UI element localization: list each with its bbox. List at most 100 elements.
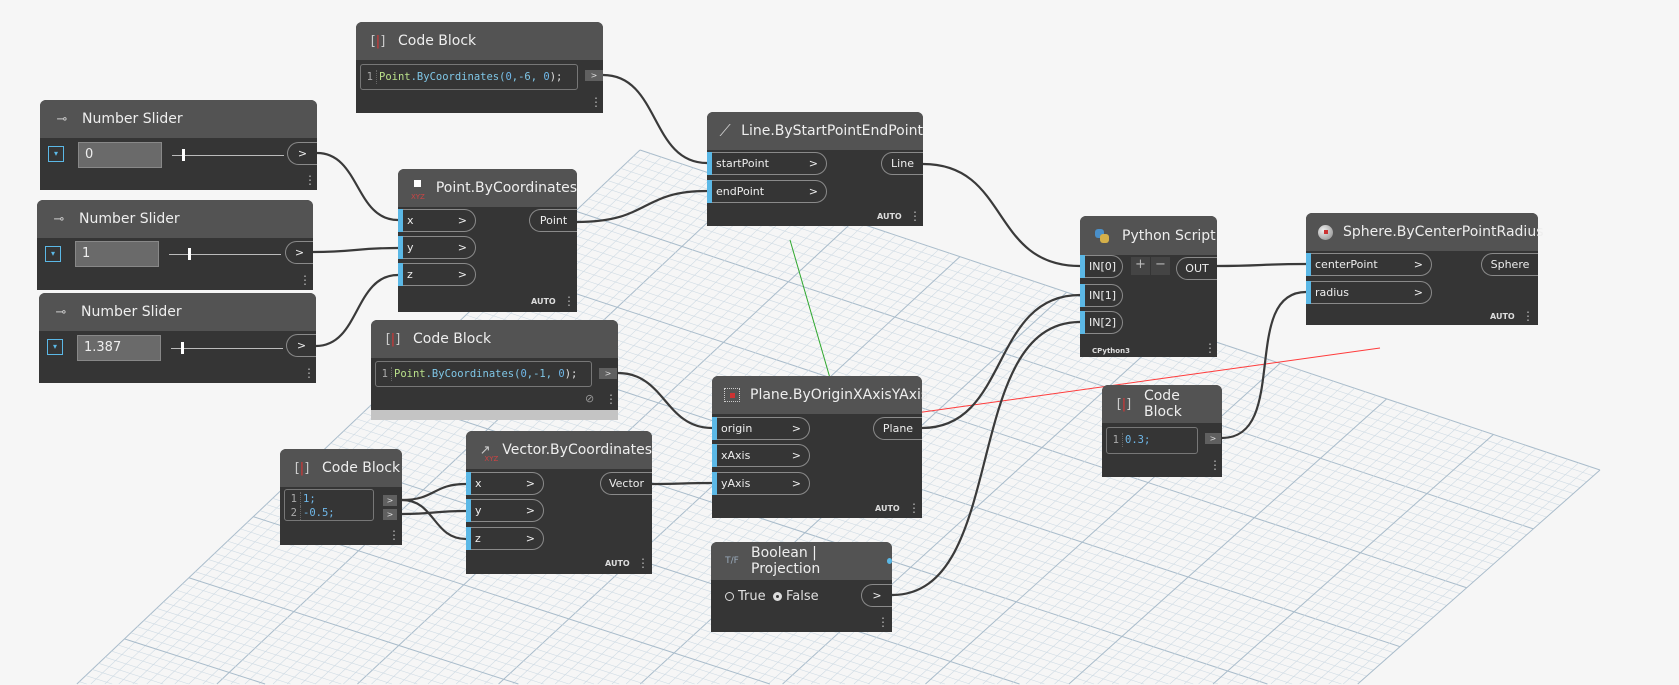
engine-label[interactable]: CPython3 (1092, 347, 1130, 355)
slider-value-input[interactable]: 1.387 (77, 335, 161, 361)
node-header[interactable]: ⊸Number Slider (39, 293, 316, 331)
more-options-icon[interactable]: ⋮ (303, 366, 315, 380)
slider-value-input[interactable]: 0 (78, 142, 162, 168)
output-port[interactable]: > (861, 584, 892, 607)
more-options-icon[interactable]: ⋮ (1209, 458, 1221, 472)
node-header[interactable]: ⊸Number Slider (40, 100, 317, 138)
more-options-icon[interactable]: ⋮ (563, 294, 575, 308)
output-port[interactable]: > (585, 70, 603, 81)
number-slider-node[interactable]: ⊸Number Slider ▾ 0 > ⋮ (40, 100, 317, 190)
node-header[interactable]: ⟋Line.ByStartPointEndPoint (707, 112, 923, 150)
more-options-icon[interactable]: ⋮ (590, 95, 602, 109)
plane-by-origin-node[interactable]: Plane.ByOriginXAxisYAxis origin> xAxis> … (712, 376, 928, 518)
line-by-start-end-node[interactable]: ⟋Line.ByStartPointEndPoint startPoint> e… (707, 112, 923, 226)
number-slider-node[interactable]: ⊸Number Slider ▾ 1.387 > ⋮ (39, 293, 316, 383)
output-port-point[interactable]: Point (529, 209, 577, 232)
node-title: Number Slider (79, 211, 180, 227)
input-port-xaxis[interactable]: xAxis> (712, 444, 810, 467)
input-port-z[interactable]: z> (398, 263, 476, 286)
input-port-x[interactable]: x> (466, 472, 544, 495)
output-port[interactable]: > (287, 142, 317, 165)
expand-button[interactable]: ▾ (47, 339, 63, 355)
number-slider-node[interactable]: ⊸Number Slider ▾ 1 > ⋮ (37, 200, 313, 290)
add-input-button[interactable]: + (1131, 257, 1150, 275)
more-options-icon[interactable]: ⋮ (909, 209, 921, 223)
port-label: endPoint (716, 185, 765, 198)
more-options-icon[interactable]: ⋮ (1204, 341, 1216, 355)
node-header[interactable]: ⊸Number Slider (37, 200, 313, 238)
node-header[interactable]: [|]Code Block (356, 22, 603, 60)
slider-value-input[interactable]: 1 (75, 241, 159, 267)
input-port-in2[interactable]: IN[2] (1080, 311, 1123, 334)
node-header[interactable]: Plane.ByOriginXAxisYAxis (712, 376, 928, 414)
more-options-icon[interactable]: ⋮ (637, 556, 649, 570)
output-port[interactable]: > (383, 509, 397, 520)
expand-button[interactable]: ▾ (48, 146, 64, 162)
sphere-by-center-radius-node[interactable]: Sphere.ByCenterPointRadius centerPoint> … (1306, 213, 1543, 325)
more-options-icon[interactable]: ⋮ (605, 392, 617, 406)
input-port-startpoint[interactable]: startPoint> (707, 152, 827, 175)
input-port-endpoint[interactable]: endPoint> (707, 180, 827, 203)
node-header[interactable]: [|]Code Block (280, 449, 402, 487)
input-port-radius[interactable]: radius> (1306, 281, 1432, 304)
output-port-sphere[interactable]: Sphere (1481, 253, 1538, 276)
input-port-in1[interactable]: IN[1] (1080, 284, 1123, 307)
slider-thumb[interactable] (188, 248, 191, 260)
slider-thumb[interactable] (182, 149, 185, 161)
input-port-in0[interactable]: IN[0] (1080, 255, 1123, 278)
more-options-icon[interactable]: ⋮ (304, 173, 316, 187)
node-header[interactable]: [|]Code Block (1102, 385, 1222, 423)
output-port[interactable]: > (1205, 433, 1221, 444)
input-port-y[interactable]: y> (398, 236, 476, 259)
output-port[interactable]: > (383, 495, 397, 506)
preview-hidden-icon[interactable]: ⊘ (585, 392, 595, 405)
slider-thumb[interactable] (181, 342, 184, 354)
output-port[interactable]: > (599, 368, 617, 379)
output-port-vector[interactable]: Vector (600, 472, 652, 495)
input-port-y[interactable]: y> (466, 499, 544, 522)
output-port-out[interactable]: OUT (1176, 257, 1217, 280)
python-script-node[interactable]: Python Script IN[0] IN[1] IN[2] + − OUT … (1080, 216, 1217, 357)
output-port[interactable]: > (286, 334, 316, 357)
more-options-icon[interactable]: ⋮ (877, 615, 889, 629)
output-port-plane[interactable]: Plane (873, 417, 922, 440)
node-header[interactable]: Sphere.ByCenterPointRadius (1306, 213, 1543, 251)
input-port-z[interactable]: z> (466, 527, 544, 550)
more-options-icon[interactable]: ⋮ (908, 501, 920, 515)
slider-track[interactable] (172, 155, 284, 156)
input-port-origin[interactable]: origin> (712, 417, 810, 440)
expand-button[interactable]: ▾ (45, 246, 61, 262)
radio-false[interactable]: False (773, 589, 819, 604)
slider-track[interactable] (171, 348, 283, 349)
node-title: Line.ByStartPointEndPoint (741, 123, 923, 139)
port-label: z (407, 268, 413, 281)
more-options-icon[interactable]: ⋮ (299, 273, 311, 287)
lacing-label: AUTO (1490, 312, 1515, 321)
more-options-icon[interactable]: ⋮ (1522, 309, 1534, 323)
node-header[interactable]: Python Script (1080, 216, 1217, 255)
more-options-icon[interactable]: ⋮ (388, 528, 400, 542)
input-port-yaxis[interactable]: yAxis> (712, 472, 810, 495)
node-header[interactable]: [|]Code Block (371, 320, 618, 358)
remove-input-button[interactable]: − (1151, 257, 1170, 275)
slider-track[interactable] (169, 254, 281, 255)
input-port-x[interactable]: x> (398, 209, 476, 232)
radio-true[interactable]: True (725, 589, 766, 604)
output-port-line[interactable]: Line (881, 152, 923, 175)
output-port[interactable]: > (285, 241, 313, 264)
input-port-centerpoint[interactable]: centerPoint> (1306, 253, 1432, 276)
